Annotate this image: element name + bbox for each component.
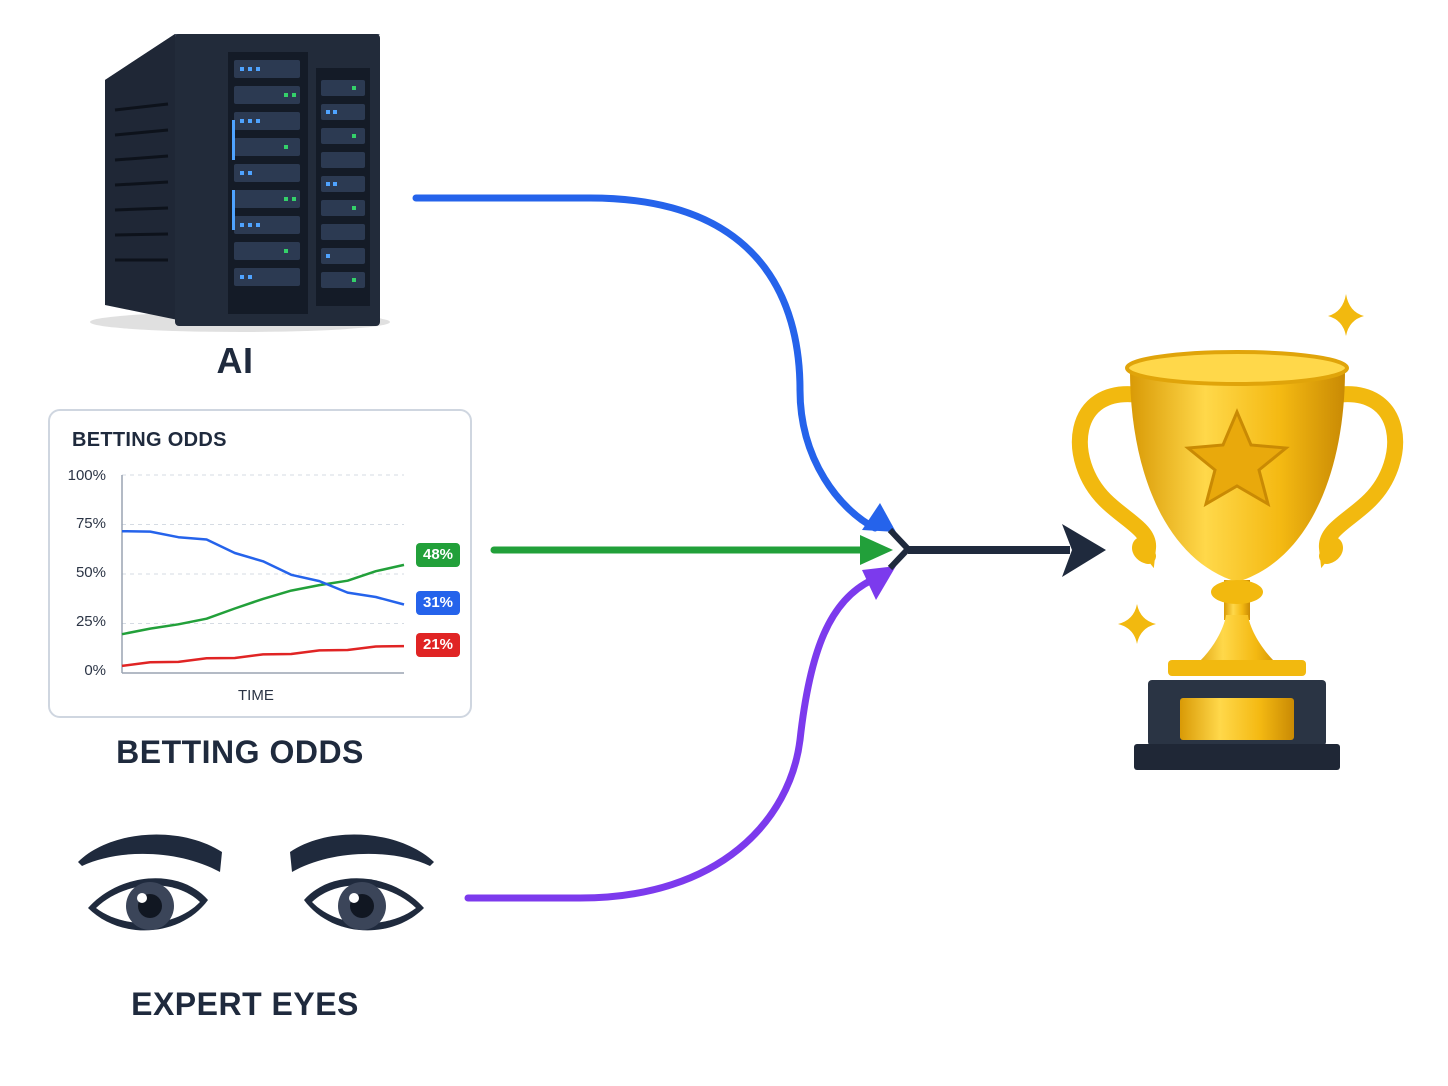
sparkle-left [1118, 604, 1156, 644]
end-label-green: 48% [416, 543, 460, 567]
output-arrowhead [1062, 524, 1106, 577]
end-label-blue: 31% [416, 591, 460, 615]
ai-arrowhead [862, 503, 896, 532]
x-axis-label: TIME [238, 687, 274, 704]
series-line-2 [121, 644, 405, 668]
series-line-1 [121, 529, 405, 606]
y-tick-0: 0% [84, 662, 106, 679]
sparkle-top [1328, 294, 1364, 336]
y-tick-50: 50% [75, 564, 106, 581]
trophy-plaque [1180, 698, 1294, 740]
y-tick-25: 25% [75, 613, 106, 630]
betting-odds-label: BETTING ODDS [116, 734, 364, 770]
right-eye [290, 834, 434, 931]
betting-odds-card: BETTING ODDS 100% 75% 50% 25% 0% TIME 48… [48, 409, 472, 718]
eyes-arrow [464, 576, 876, 902]
series-line-0 [121, 563, 405, 636]
odds-card-title: BETTING ODDS [72, 429, 227, 451]
trophy-right-handle [1319, 386, 1404, 569]
odds-arrowhead [860, 535, 893, 565]
left-eye [78, 834, 222, 931]
y-tick-100: 100% [67, 467, 106, 484]
odds-plot [121, 474, 405, 674]
eyes-arrowhead [862, 566, 896, 600]
ai-label: AI [216, 340, 254, 381]
trophy-star [1184, 408, 1290, 508]
expert-eyes-label: EXPERT EYES [131, 986, 359, 1022]
ai-arrow [412, 194, 879, 532]
end-label-red: 21% [416, 633, 460, 657]
trophy-left-handle [1071, 386, 1156, 569]
y-tick-75: 75% [75, 515, 106, 532]
